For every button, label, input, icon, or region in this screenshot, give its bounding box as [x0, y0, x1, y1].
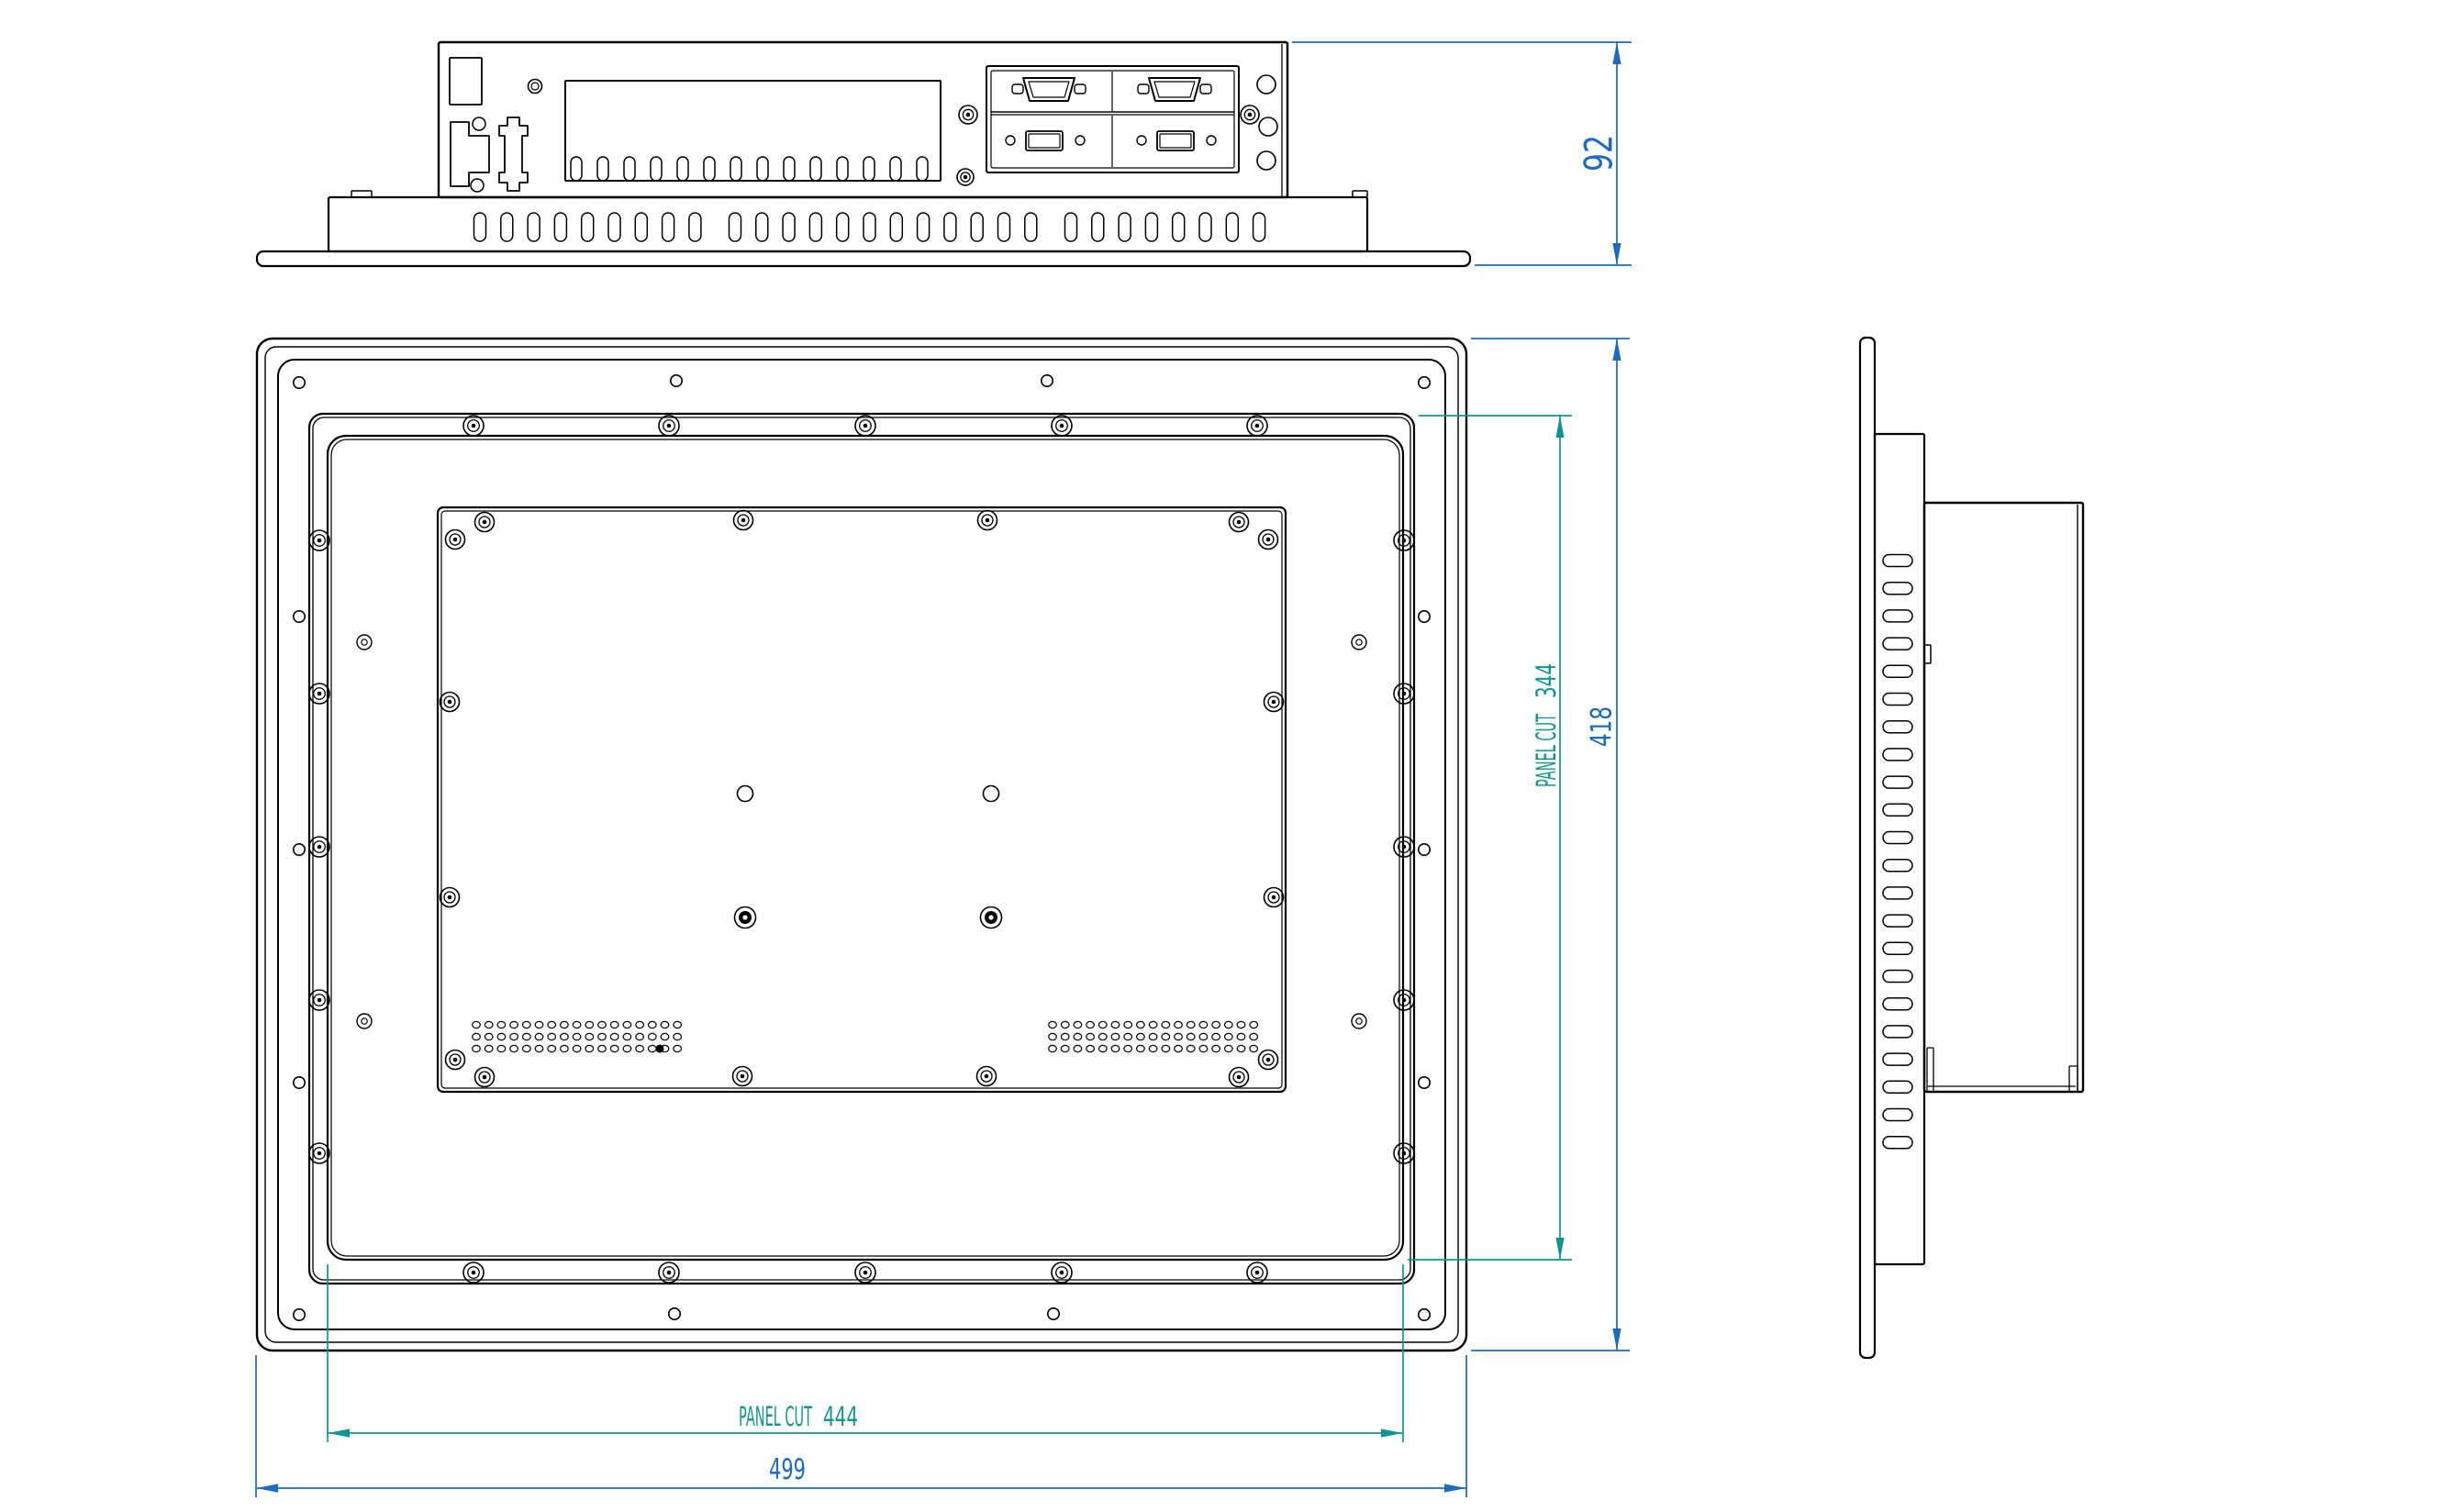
- top-view: [255, 40, 1472, 268]
- dim-panel-cut-height-label: PANEL CUT: [1531, 714, 1562, 787]
- dimension-labels: 92 418 PANEL CUT 344 PANEL CUT 444 499: [739, 135, 1621, 1486]
- dimension-lines: [255, 41, 1632, 1497]
- side-view: [1858, 336, 2085, 1360]
- dim-depth-value: 92: [1577, 135, 1621, 172]
- dim-overall-width-value: 499: [769, 1453, 806, 1486]
- dim-panel-cut-width-value: 444: [823, 1401, 858, 1432]
- dim-overall-height-value: 418: [1586, 706, 1619, 747]
- dim-panel-cut-width-label: PANEL CUT: [739, 1401, 812, 1432]
- dim-panel-cut-height-value: 344: [1531, 663, 1562, 698]
- rear-view: [255, 337, 1468, 1352]
